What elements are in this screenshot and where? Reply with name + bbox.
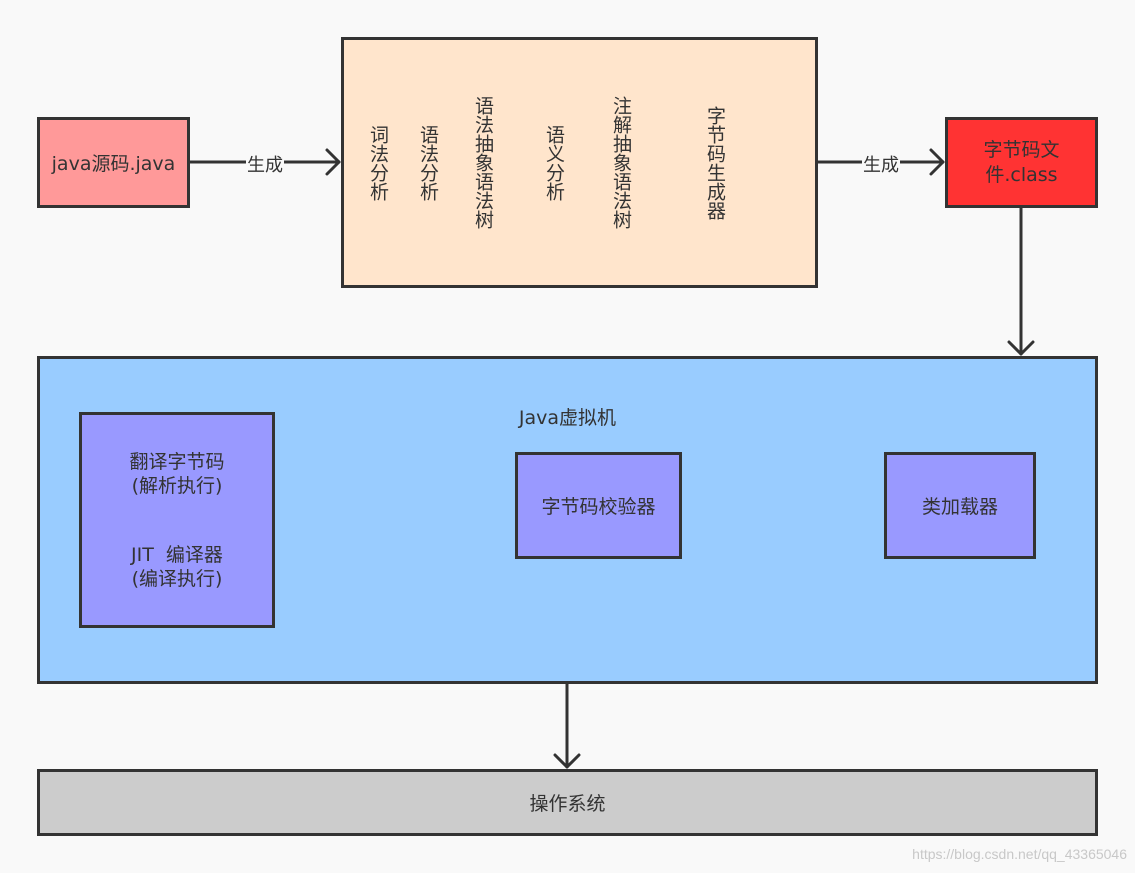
step-syntax-analysis: 语法分析: [417, 124, 439, 201]
step-abstract-syntax-tree: 语法抽象语法树: [472, 96, 494, 229]
step-bytecode-generator: 字节码生成器: [704, 105, 726, 220]
edge-label-generate-1: 生成: [246, 151, 284, 177]
exec-line-3: JIT 编译器: [131, 543, 223, 566]
step-semantic-analysis: 语义分析: [543, 124, 565, 201]
step-annotated-syntax-tree: 注解抽象语法树: [610, 96, 632, 229]
bytecode-verifier-node: 字节码校验器: [515, 452, 682, 559]
class-file-node: 字节码文 件.class: [945, 117, 1098, 208]
compiler-node: 词法分析 语法分析 语法抽象语法树 语义分析 注解抽象语法树 字节码生成器: [341, 37, 818, 288]
step-lexical-analysis: 词法分析: [367, 124, 389, 201]
exec-line-2: (解析执行): [131, 474, 223, 497]
watermark: https://blog.csdn.net/qq_43365046: [912, 846, 1127, 862]
exec-line-4: (编译执行): [131, 567, 223, 590]
class-file-label-line-2: 件.class: [985, 163, 1058, 186]
java-source-label: java源码.java: [51, 153, 176, 175]
exec-gap: [129, 498, 224, 543]
class-file-label-line-1: 字节码文: [983, 138, 1060, 161]
edge-label-generate-2: 生成: [862, 151, 900, 177]
class-loader-label: 类加载器: [921, 496, 998, 518]
operating-system-label: 操作系统: [529, 793, 606, 815]
bytecode-verifier-label: 字节码校验器: [541, 496, 656, 518]
class-loader-node: 类加载器: [884, 452, 1036, 559]
execution-engine-node: 翻译字节码 (解析执行) JIT 编译器 (编译执行): [79, 412, 275, 628]
operating-system-node: 操作系统: [37, 769, 1098, 836]
jvm-title: Java虚拟机: [518, 407, 617, 429]
java-source-node: java源码.java: [37, 117, 190, 208]
exec-line-1: 翻译字节码: [129, 450, 225, 473]
